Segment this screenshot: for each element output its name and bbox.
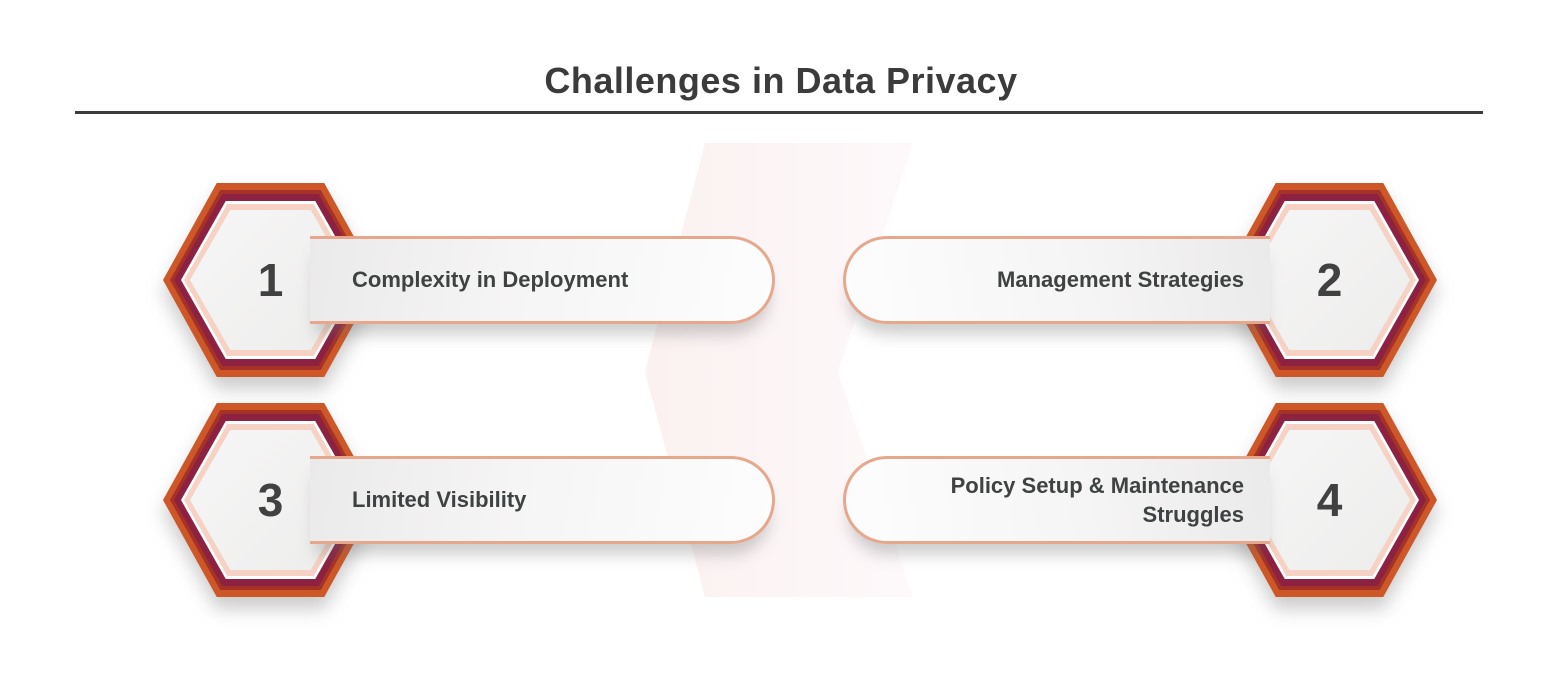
challenge-number-1: 1 <box>257 254 284 306</box>
challenge-label-1: Complexity in Deployment <box>352 267 629 293</box>
hexagon-fill <box>1249 430 1410 570</box>
challenge-number-4: 4 <box>1316 474 1343 526</box>
hexagon-badge-3: 3 <box>163 403 378 597</box>
challenge-number-3: 3 <box>257 474 284 526</box>
challenge-pill-3: Limited Visibility <box>310 456 775 544</box>
challenge-pill-4: Policy Setup & Maintenance Struggles <box>843 456 1270 544</box>
challenge-pill-1: Complexity in Deployment <box>310 236 775 324</box>
challenge-number-2: 2 <box>1316 254 1343 306</box>
hexagon-fill <box>1249 210 1410 350</box>
challenge-pill-2: Management Strategies <box>843 236 1270 324</box>
challenge-label-2: Management Strategies <box>997 267 1244 293</box>
challenge-label-4: Policy Setup & Maintenance Struggles <box>950 472 1244 527</box>
challenge-item-4: Policy Setup & Maintenance Struggles 4 <box>825 403 1437 597</box>
challenge-item-2: Management Strategies 2 <box>825 183 1437 377</box>
page-title: Challenges in Data Privacy <box>544 60 1018 101</box>
challenge-label-3: Limited Visibility <box>352 487 527 513</box>
challenge-item-1: Complexity in Deployment 1 <box>163 183 775 377</box>
challenge-item-3: Limited Visibility 3 <box>163 403 775 597</box>
title-underline <box>75 111 1483 114</box>
